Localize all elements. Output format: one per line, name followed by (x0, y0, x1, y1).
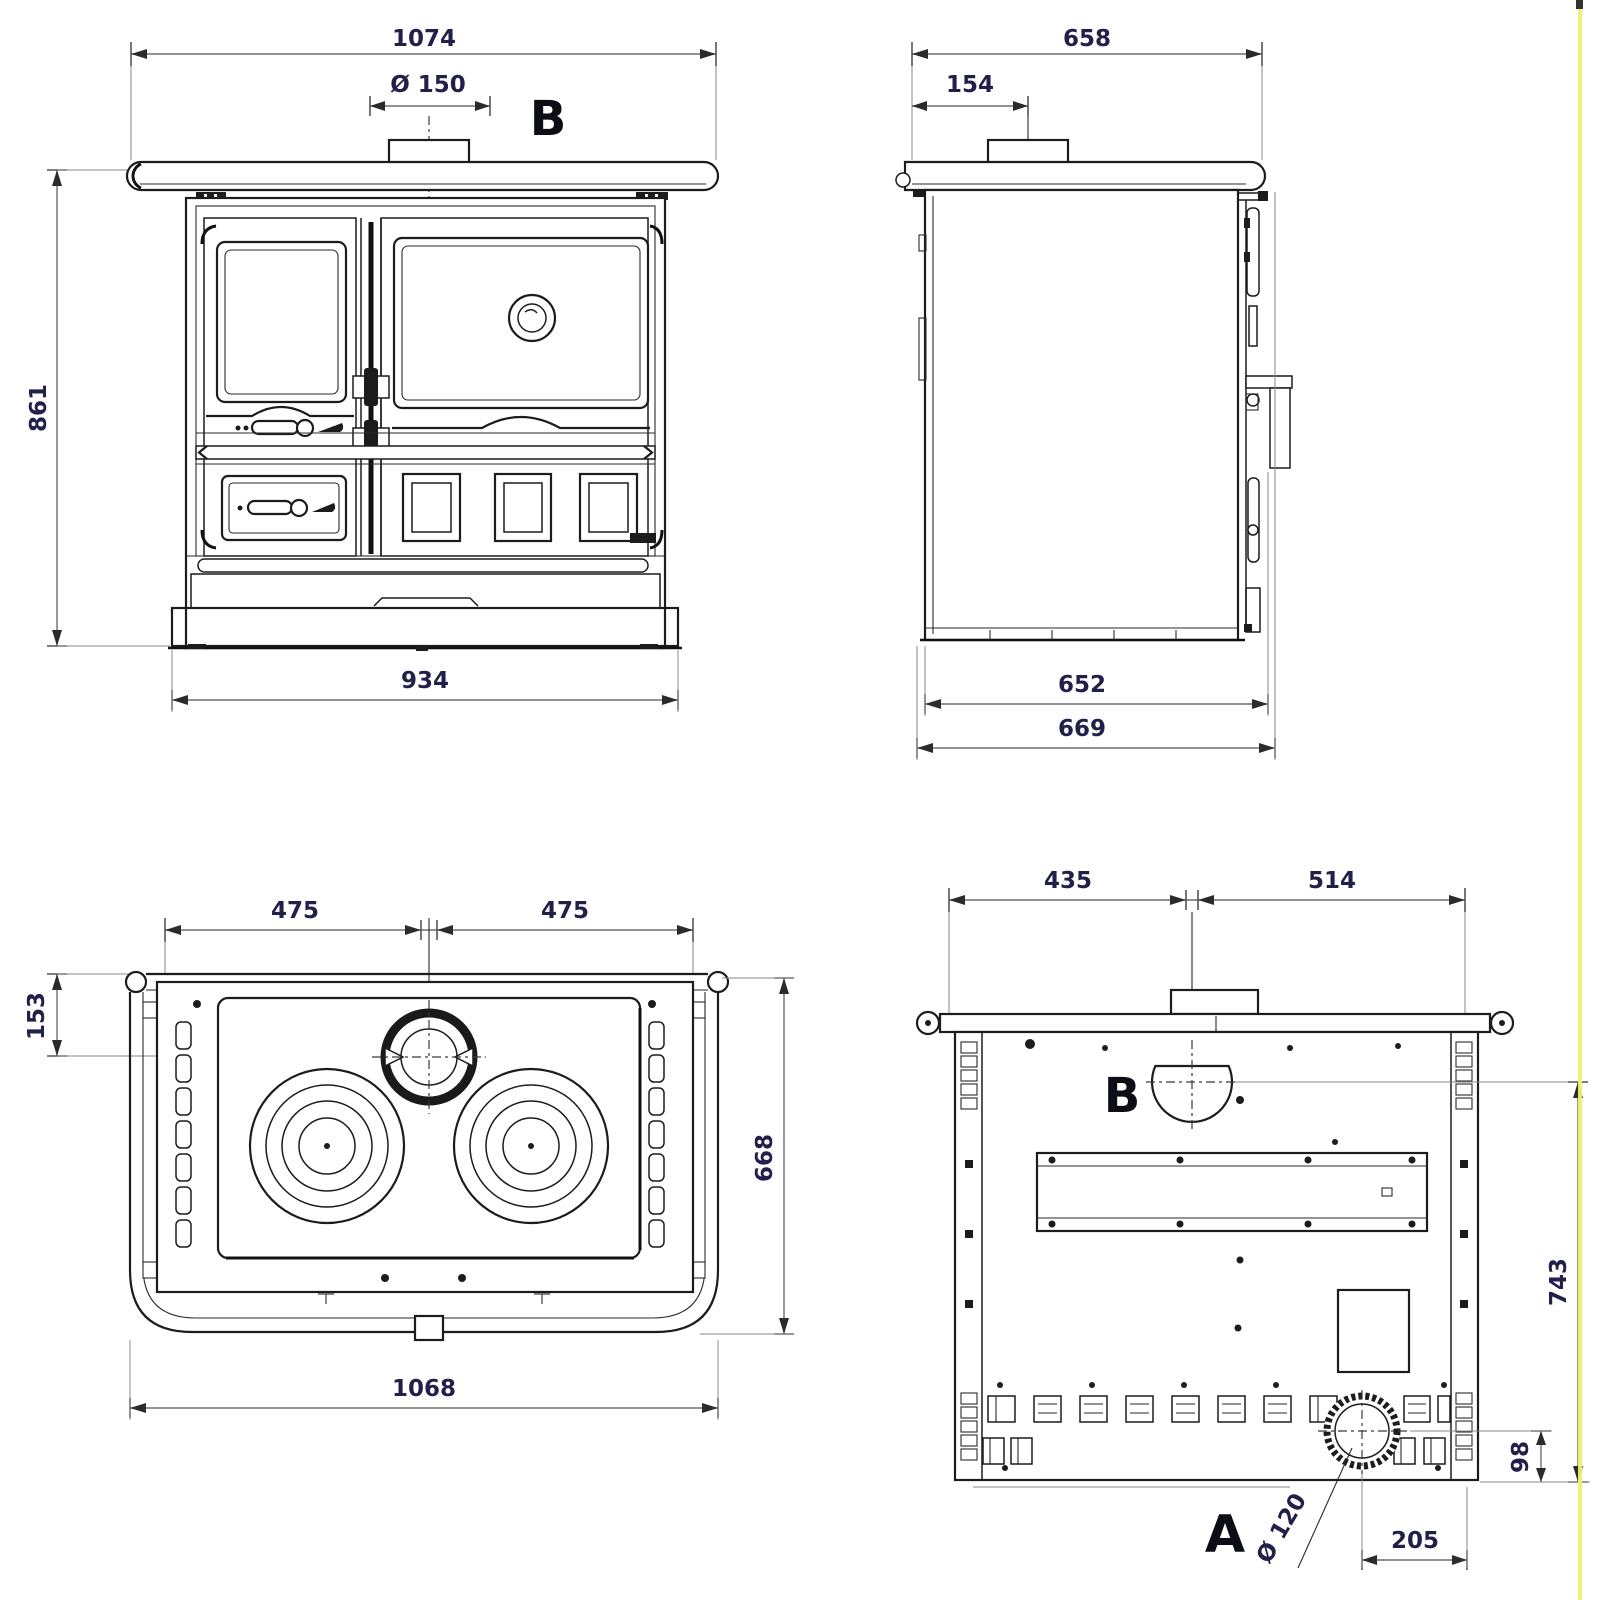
side-body (923, 188, 1240, 642)
rear-dim-air-height: 98 (1508, 1441, 1534, 1473)
top-body (155, 980, 695, 1294)
front-dim-base-width: 934 (401, 668, 449, 694)
oven-thermometer (507, 293, 557, 343)
side-dim-overall-depth: 669 (1058, 716, 1106, 742)
cooktop-side-slots (175, 1021, 665, 1248)
side-dim-flue-offset: 154 (946, 72, 994, 98)
rear-air-label-A: A (1205, 1505, 1245, 1565)
front-latch (413, 1314, 445, 1342)
rear-dim-flue-right: 514 (1308, 868, 1356, 894)
side-dim-base-depth: 652 (1058, 672, 1106, 698)
rear-view: 435 514 (915, 868, 1590, 1570)
ash-drawer (220, 474, 348, 542)
rear-top-plate (938, 1012, 1492, 1034)
side-dim-depth: 658 (1063, 26, 1111, 52)
ash-drawer-slider (237, 498, 336, 518)
flue-collar (372, 1000, 486, 1114)
side-view: 658 154 (895, 26, 1293, 760)
hotplate-right (452, 1067, 610, 1225)
top-view: 475 475 153 (24, 898, 794, 1420)
rear-dim-flue-height: 743 (1546, 1258, 1572, 1306)
firebox-window (215, 240, 348, 404)
front-top-plate (125, 160, 720, 192)
rear-slot-plate (1035, 1151, 1429, 1233)
front-dim-height: 861 (26, 384, 52, 432)
top-dim-flue-back-offset: 153 (24, 992, 50, 1040)
side-back-fittings (1238, 191, 1293, 633)
oven-window (392, 236, 650, 410)
rear-vent-row (982, 1395, 1451, 1465)
scan-artifact-mark (1576, 0, 1583, 9)
rear-dim-flue-left: 435 (1044, 868, 1092, 894)
rear-flue-stub (1169, 988, 1260, 1016)
top-dim-left-half: 475 (271, 898, 319, 924)
hotplate-left (248, 1067, 406, 1225)
rear-dim-air-right-offset: 205 (1391, 1528, 1439, 1554)
front-view: 1074 Ø 150 B (26, 26, 720, 712)
decor-panels (401, 472, 656, 543)
front-dim-flue-diameter: Ø 150 (390, 72, 466, 98)
side-top-plate (903, 160, 1267, 192)
front-flue-label-B: B (530, 91, 567, 147)
air-intake (1318, 1390, 1408, 1474)
firebox-air-slider (235, 418, 344, 438)
front-dim-top-width: 1074 (392, 26, 456, 52)
rear-square-opening (1336, 1288, 1411, 1374)
top-dim-overall-width: 1068 (392, 1376, 456, 1402)
rear-flue-label-B: B (1104, 1068, 1141, 1124)
rear-column-slots (960, 1041, 1473, 1461)
top-dim-depth: 668 (752, 1134, 778, 1182)
top-dim-right-half: 475 (541, 898, 589, 924)
